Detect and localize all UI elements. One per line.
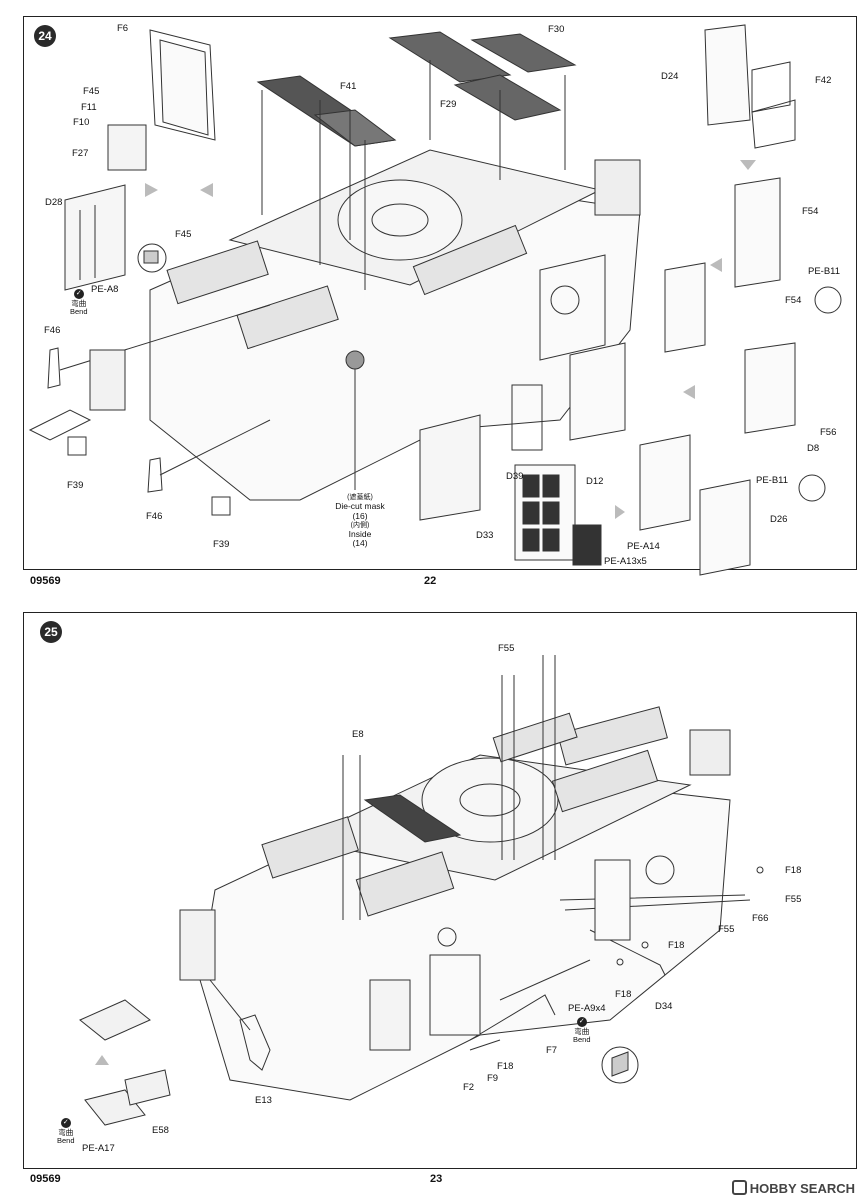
label-pe-b11: PE-B11: [808, 266, 841, 277]
bend-cn: 弯曲: [574, 1027, 590, 1036]
check-icon: ✓: [60, 1118, 71, 1128]
label-f56: F56: [820, 427, 837, 438]
label-f18: F18: [785, 865, 802, 876]
assembly-drawing-step-25: [79, 655, 764, 1126]
inside-en: Inside: [348, 528, 372, 539]
check-icon: ✓: [576, 1017, 587, 1027]
label-pe-b11-b: PE-B11: [756, 475, 789, 486]
label-f6: F6: [117, 23, 129, 34]
label-f42: F42: [815, 75, 832, 86]
label-f39-b: F39: [213, 539, 230, 550]
die-cut-mask-note: (遮蓋紙) Die-cut mask (16) (内側) Inside (14): [320, 494, 400, 549]
label-d28: D28: [45, 197, 63, 208]
label-e13: E13: [255, 1095, 272, 1106]
page-23: 25: [0, 600, 863, 1200]
mask-num: (16): [352, 510, 368, 521]
bend-note-pe-a17: ✓ 弯曲 Bend: [57, 1118, 75, 1146]
label-e58: E58: [152, 1125, 169, 1136]
label-f11: F11: [81, 102, 97, 113]
page-22: 24: [0, 0, 863, 595]
mask-cn: (遮蓋紙): [347, 494, 373, 501]
label-f18-c: F18: [615, 989, 632, 1000]
label-pe-a13: PE-A13x5: [604, 556, 647, 567]
label-d12: D12: [586, 476, 604, 487]
label-f66: F66: [752, 913, 769, 924]
bend-en: Bend: [70, 307, 88, 317]
label-f9: F9: [487, 1073, 499, 1084]
product-code: 09569: [30, 575, 61, 587]
bend-note-pe-a9: ✓ 弯曲 Bend: [573, 1017, 591, 1045]
watermark: HOBBY SEARCH: [731, 1180, 855, 1196]
label-d39: D39: [506, 471, 524, 482]
inside-num: (14): [352, 538, 368, 549]
step-number-badge: 24: [34, 25, 56, 47]
label-f2: F2: [463, 1082, 475, 1093]
label-f54-b: F54: [785, 295, 802, 306]
bend-cn: 弯曲: [71, 299, 87, 308]
label-pe-a8: PE-A8: [91, 284, 119, 295]
label-f18-d: F18: [497, 1061, 514, 1072]
label-f55-b: F55: [785, 894, 802, 905]
label-f27: F27: [72, 148, 89, 159]
product-code: 09569: [30, 1173, 61, 1185]
label-pe-a9: PE-A9x4: [568, 1003, 606, 1014]
label-pe-a14: PE-A14: [627, 541, 660, 552]
watermark-text: HOBBY SEARCH: [749, 1181, 855, 1196]
page-number: 23: [430, 1173, 443, 1185]
check-icon: ✓: [73, 289, 84, 299]
label-f29: F29: [440, 99, 457, 110]
inside-cn: (内側): [350, 521, 370, 529]
label-f18-b: F18: [668, 940, 685, 951]
label-f55: F55: [498, 643, 515, 654]
label-pe-a17: PE-A17: [82, 1143, 115, 1154]
label-f30: F30: [548, 24, 565, 35]
bend-en: Bend: [57, 1136, 75, 1146]
label-d24: D24: [661, 71, 679, 82]
bend-cn: 弯曲: [58, 1128, 74, 1137]
label-f46: F46: [44, 325, 61, 336]
label-f46-b: F46: [146, 511, 163, 522]
label-f45: F45: [83, 86, 100, 97]
label-f41: F41: [340, 81, 357, 92]
page-number: 22: [424, 575, 437, 587]
label-f39: F39: [67, 480, 84, 491]
label-e8: E8: [352, 729, 364, 740]
label-f7: F7: [546, 1045, 558, 1056]
bend-en: Bend: [573, 1035, 591, 1045]
label-f54: F54: [802, 206, 819, 217]
label-d34: D34: [655, 1001, 673, 1012]
step-number-badge: 25: [40, 621, 62, 643]
hobby-search-logo-icon: [731, 1180, 747, 1195]
assembly-drawing-step-24: [28, 24, 842, 576]
label-d33: D33: [476, 530, 494, 541]
label-f55-c: F55: [718, 924, 735, 935]
label-f45-b: F45: [175, 229, 192, 240]
mask-en: Die-cut mask: [335, 501, 385, 512]
label-d8: D8: [807, 443, 820, 454]
label-f10: F10: [73, 117, 90, 128]
label-d26: D26: [770, 514, 788, 525]
bend-note-pe-a8: ✓ 弯曲 Bend: [70, 289, 88, 317]
